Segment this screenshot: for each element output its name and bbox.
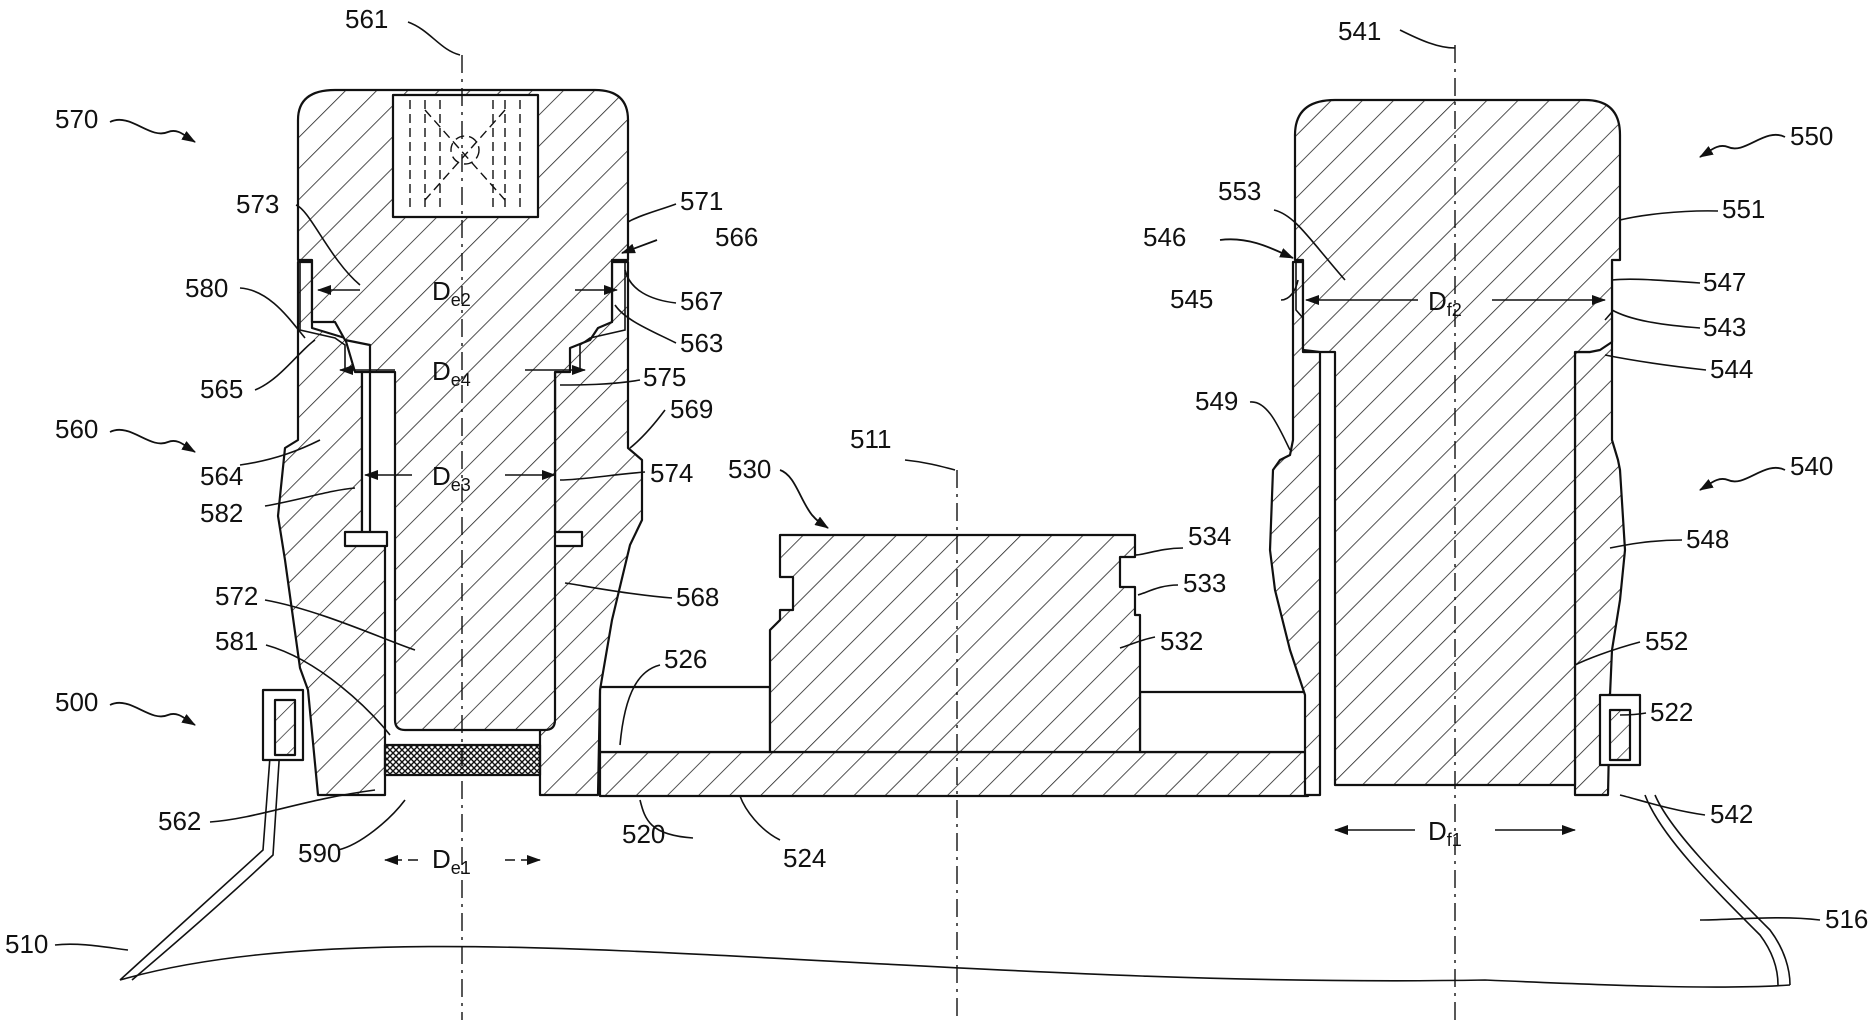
component-530 bbox=[770, 535, 1140, 752]
ref-510: 510 bbox=[5, 929, 48, 959]
ref-516: 516 bbox=[1825, 904, 1868, 934]
base-plate-520 bbox=[600, 752, 1308, 796]
ref-530: 530 bbox=[728, 454, 771, 484]
ref-520: 520 bbox=[622, 819, 665, 849]
ref-573: 573 bbox=[236, 189, 279, 219]
ref-572: 572 bbox=[215, 581, 258, 611]
ref-582: 582 bbox=[200, 498, 243, 528]
ref-551: 551 bbox=[1722, 194, 1765, 224]
ref-553: 553 bbox=[1218, 176, 1261, 206]
ref-568: 568 bbox=[676, 582, 719, 612]
ref-581: 581 bbox=[215, 626, 258, 656]
ref-590: 590 bbox=[298, 838, 341, 868]
ref-522: 522 bbox=[1650, 697, 1693, 727]
ref-552: 552 bbox=[1645, 626, 1688, 656]
ref-564: 564 bbox=[200, 461, 243, 491]
ref-534: 534 bbox=[1188, 521, 1231, 551]
ref-545: 545 bbox=[1170, 284, 1213, 314]
ref-524: 524 bbox=[783, 843, 826, 873]
dim-df1: Df1 bbox=[1428, 816, 1462, 850]
ref-567: 567 bbox=[680, 286, 723, 316]
ref-543: 543 bbox=[1703, 312, 1746, 342]
ref-566: 566 bbox=[715, 222, 758, 252]
ref-511: 511 bbox=[850, 424, 891, 454]
ref-569: 569 bbox=[670, 394, 713, 424]
plate-step-right bbox=[1140, 692, 1308, 752]
ref-580: 580 bbox=[185, 273, 228, 303]
plate-step-526 bbox=[600, 687, 770, 752]
ref-571: 571 bbox=[680, 186, 723, 216]
ref-546: 546 bbox=[1143, 222, 1186, 252]
right-plug-550 bbox=[1295, 100, 1620, 785]
ref-563: 563 bbox=[680, 328, 723, 358]
ref-541: 541 bbox=[1338, 16, 1381, 46]
ref-533: 533 bbox=[1183, 568, 1226, 598]
ref-540: 540 bbox=[1790, 451, 1833, 481]
ref-542: 542 bbox=[1710, 799, 1753, 829]
ref-574: 574 bbox=[650, 458, 693, 488]
ref-560: 560 bbox=[55, 414, 98, 444]
ref-565: 565 bbox=[200, 374, 243, 404]
ref-547: 547 bbox=[1703, 267, 1746, 297]
ref-575: 575 bbox=[643, 362, 686, 392]
ref-500: 500 bbox=[55, 687, 98, 717]
ref-544: 544 bbox=[1710, 354, 1753, 384]
ref-549: 549 bbox=[1195, 386, 1238, 416]
ref-561: 561 bbox=[345, 4, 388, 34]
dim-de1: De1 bbox=[432, 844, 471, 878]
ref-570: 570 bbox=[55, 104, 98, 134]
ref-532: 532 bbox=[1160, 626, 1203, 656]
ref-562: 562 bbox=[158, 806, 201, 836]
ref-526: 526 bbox=[664, 644, 707, 674]
ref-548: 548 bbox=[1686, 524, 1729, 554]
ref-550: 550 bbox=[1790, 121, 1833, 151]
